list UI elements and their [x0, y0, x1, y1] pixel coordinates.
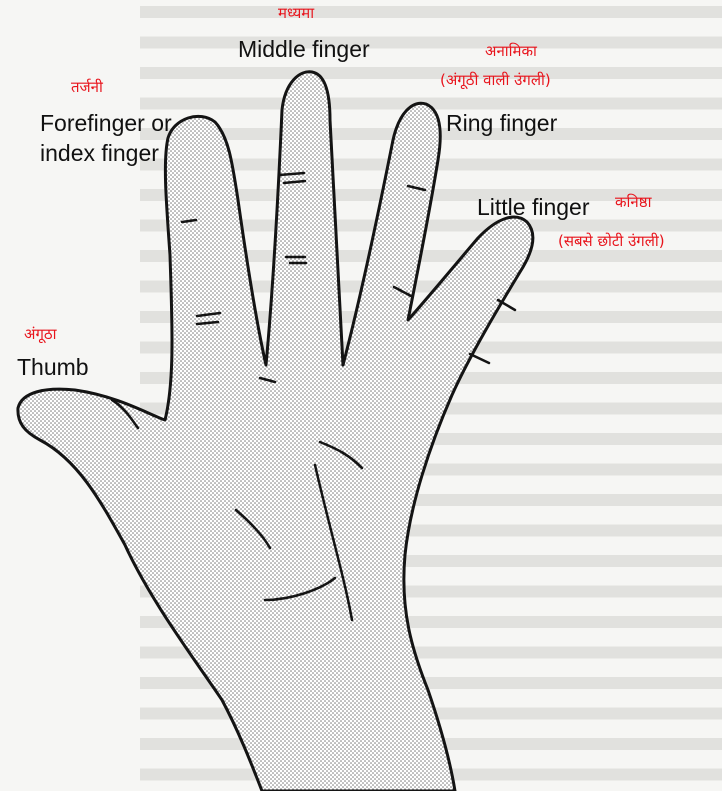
ring-finger-hindi-note: (अंगूठी वाली उंगली) — [440, 71, 551, 89]
ring-finger-label: Ring finger — [446, 110, 557, 137]
index-finger-hindi-label: तर्जनी — [71, 78, 103, 96]
hand-outline — [18, 72, 533, 791]
little-finger-hindi-label: कनिष्ठा — [615, 193, 651, 211]
middle-finger-hindi-label: मध्यमा — [278, 4, 314, 22]
middle-finger-label: Middle finger — [238, 36, 370, 63]
little-finger-label: Little finger — [477, 194, 590, 221]
index-finger-label-line1: Forefinger or — [40, 110, 172, 137]
crease-little-2 — [470, 354, 489, 363]
index-finger-label-line2: index finger — [40, 140, 159, 167]
thumb-hindi-label: अंगूठा — [24, 325, 57, 343]
thumb-label: Thumb — [17, 354, 89, 381]
little-finger-hindi-note: (सबसे छोटी उंगली) — [558, 232, 665, 250]
ring-finger-hindi-label: अनामिका — [485, 42, 537, 60]
